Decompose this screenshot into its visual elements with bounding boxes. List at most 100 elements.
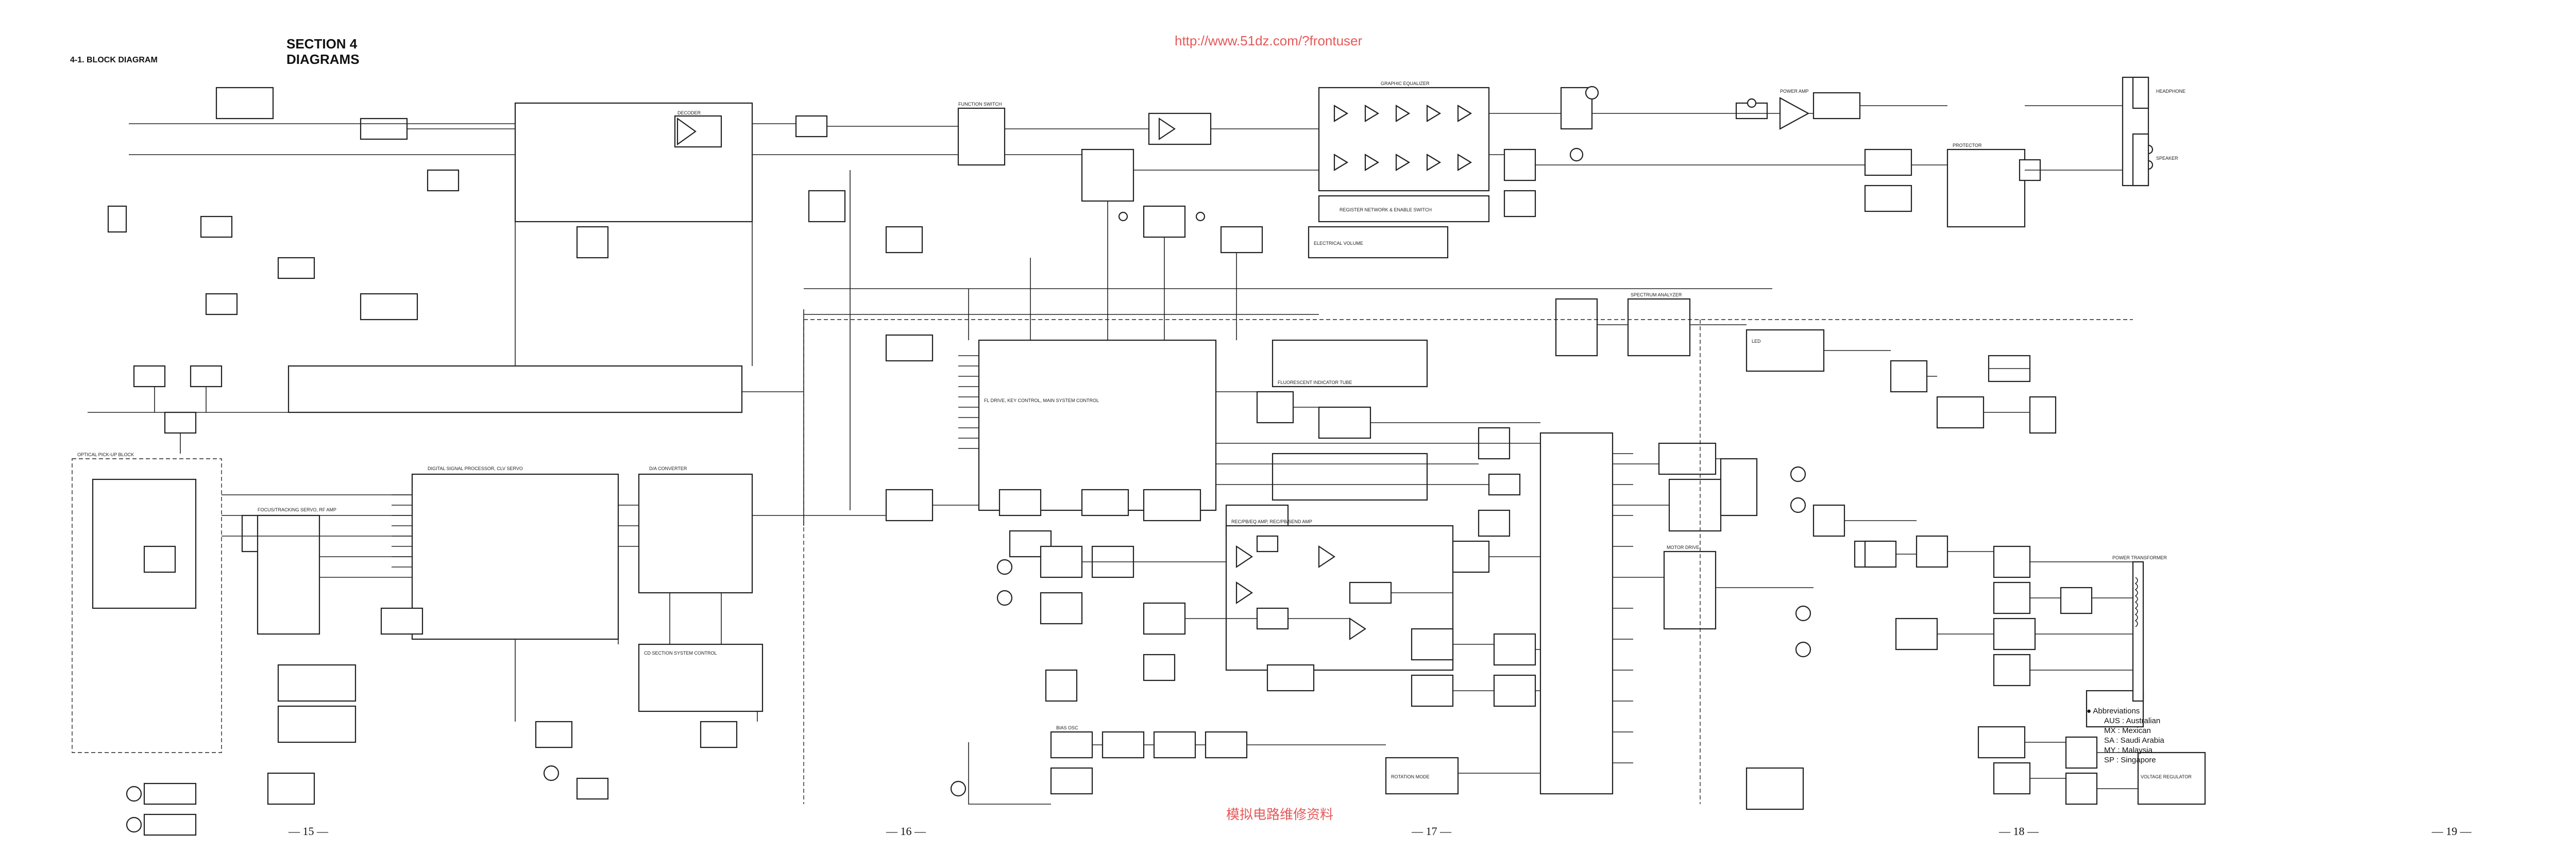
- amplifier-symbol: [1364, 154, 1380, 171]
- schematic-block: [1946, 148, 2026, 228]
- schematic-block: [1493, 633, 1536, 666]
- block-label: FOCUS/TRACKING SERVO, RF AMP: [258, 507, 336, 512]
- motor-symbol: [126, 816, 142, 833]
- schematic-block: [143, 782, 197, 805]
- schematic-block: [1890, 360, 1928, 393]
- schematic-block: [576, 777, 609, 800]
- motor-symbol: [126, 786, 142, 802]
- schematic-block: [1993, 654, 2031, 687]
- amplifier-symbol: [676, 117, 697, 146]
- signal-line: [129, 154, 2123, 171]
- schematic-block: [1993, 581, 2031, 614]
- block-label: FUNCTION SWITCH: [958, 102, 1002, 107]
- schematic-block: [1864, 185, 1912, 212]
- section-heading: SECTION 4 DIAGRAMS: [286, 36, 360, 67]
- watermark-text: 模拟电路维修资料: [1226, 807, 1334, 822]
- block-label: D/A CONVERTER: [649, 466, 687, 471]
- schematic-block: [1993, 618, 2036, 651]
- motor-symbol: [543, 765, 560, 781]
- schematic-block: [2132, 561, 2144, 702]
- block-label: CD SECTION SYSTEM CONTROL: [644, 651, 717, 656]
- schematic-block: [1256, 391, 1294, 424]
- schematic-block: [1658, 442, 1717, 475]
- schematic-block: [978, 339, 1217, 511]
- schematic-block: [1555, 298, 1598, 357]
- schematic-block: [190, 365, 223, 388]
- schematic-block: [267, 772, 315, 805]
- schematic-block: [1812, 92, 1861, 120]
- amplifier-symbol: [1235, 581, 1253, 605]
- schematic-block: [1627, 298, 1691, 357]
- schematic-block: [1205, 731, 1248, 759]
- schematic-block: [1318, 195, 1490, 223]
- block-label: PROTECTOR: [1953, 143, 1982, 148]
- motor-symbol: [1795, 605, 1811, 622]
- schematic-block: [1452, 540, 1490, 573]
- schematic-block: [92, 478, 197, 609]
- block-label: MOTOR DRIVE: [1667, 545, 1699, 550]
- schematic-block: [1143, 205, 1186, 238]
- block-label: FLUORESCENT INDICATOR TUBE: [1278, 380, 1352, 385]
- schematic-block: [1895, 618, 1938, 651]
- section-title: DIAGRAMS: [286, 52, 360, 67]
- schematic-block: [164, 411, 197, 434]
- schematic-block: [1864, 148, 1912, 176]
- schematic-block: [1493, 674, 1536, 707]
- signal-line: [958, 355, 979, 449]
- schematic-block: [1936, 396, 1985, 429]
- block-label: FL DRIVE, KEY CONTROL, MAIN SYSTEM CONTR…: [984, 398, 1099, 403]
- signal-line: [222, 494, 979, 578]
- schematic-block: [1539, 432, 1614, 795]
- block-label: LED: [1752, 339, 1761, 344]
- schematic-block: [2029, 396, 2057, 434]
- schematic-block: [287, 365, 743, 413]
- motor-symbol: [1585, 86, 1599, 100]
- schematic-block: [1256, 607, 1289, 630]
- schematic-block: [1993, 545, 2031, 578]
- schematic-block: [143, 545, 176, 573]
- signal-line: [1613, 453, 1633, 763]
- schematic-block: [1663, 551, 1717, 630]
- amplifier-symbol: [1333, 154, 1349, 171]
- schematic-block: [277, 664, 357, 702]
- schematic-block: [1812, 504, 1845, 537]
- motor-symbol: [1195, 211, 1206, 222]
- schematic-block: [427, 169, 460, 192]
- amplifier-symbol: [1158, 117, 1176, 141]
- amplifier-symbol: [1349, 617, 1366, 641]
- schematic-block: [1040, 545, 1083, 578]
- schematic-block: [1318, 87, 1490, 192]
- schematic-block: [998, 489, 1042, 516]
- block-label: VOLTAGE REGULATOR: [2141, 774, 2192, 779]
- schematic-block: [700, 721, 738, 748]
- schematic-block: [957, 107, 1006, 166]
- motor-symbol: [1790, 466, 1806, 482]
- motor-symbol: [950, 780, 967, 797]
- schematic-block: [1864, 540, 1897, 568]
- block-label: REC/PB/EQ AMP, REC/PB/SEND AMP: [1231, 519, 1312, 524]
- schematic-block: [1385, 757, 1459, 795]
- block-label: GRAPHIC EQUALIZER: [1381, 81, 1430, 86]
- schematic-block: [143, 813, 197, 836]
- schematic-block: [1040, 592, 1083, 625]
- page-number: — 16 —: [886, 825, 926, 838]
- section-number: SECTION 4: [286, 36, 358, 52]
- page-number: — 19 —: [2432, 825, 2471, 838]
- motor-symbol: [1747, 98, 1757, 108]
- block-label: POWER TRANSFORMER: [2112, 555, 2167, 560]
- schematic-block: [1050, 767, 1093, 795]
- amplifier-symbol: [1426, 105, 1442, 122]
- schematic-block: [1349, 581, 1392, 604]
- motor-symbol: [1795, 641, 1811, 658]
- schematic-block: [1916, 535, 1948, 568]
- schematic-block: [215, 87, 274, 120]
- amplifier-symbol: [1395, 154, 1411, 171]
- schematic-block: [535, 721, 573, 748]
- schematic-block: [1503, 148, 1536, 181]
- abbreviation-item: MX : Mexican: [2104, 726, 2151, 735]
- amplifier-symbol: [1779, 97, 1810, 130]
- schematic-block: [1668, 478, 1722, 532]
- motor-symbol: [1790, 497, 1806, 513]
- signal-line: [1937, 633, 2138, 789]
- schematic-block: [808, 190, 846, 223]
